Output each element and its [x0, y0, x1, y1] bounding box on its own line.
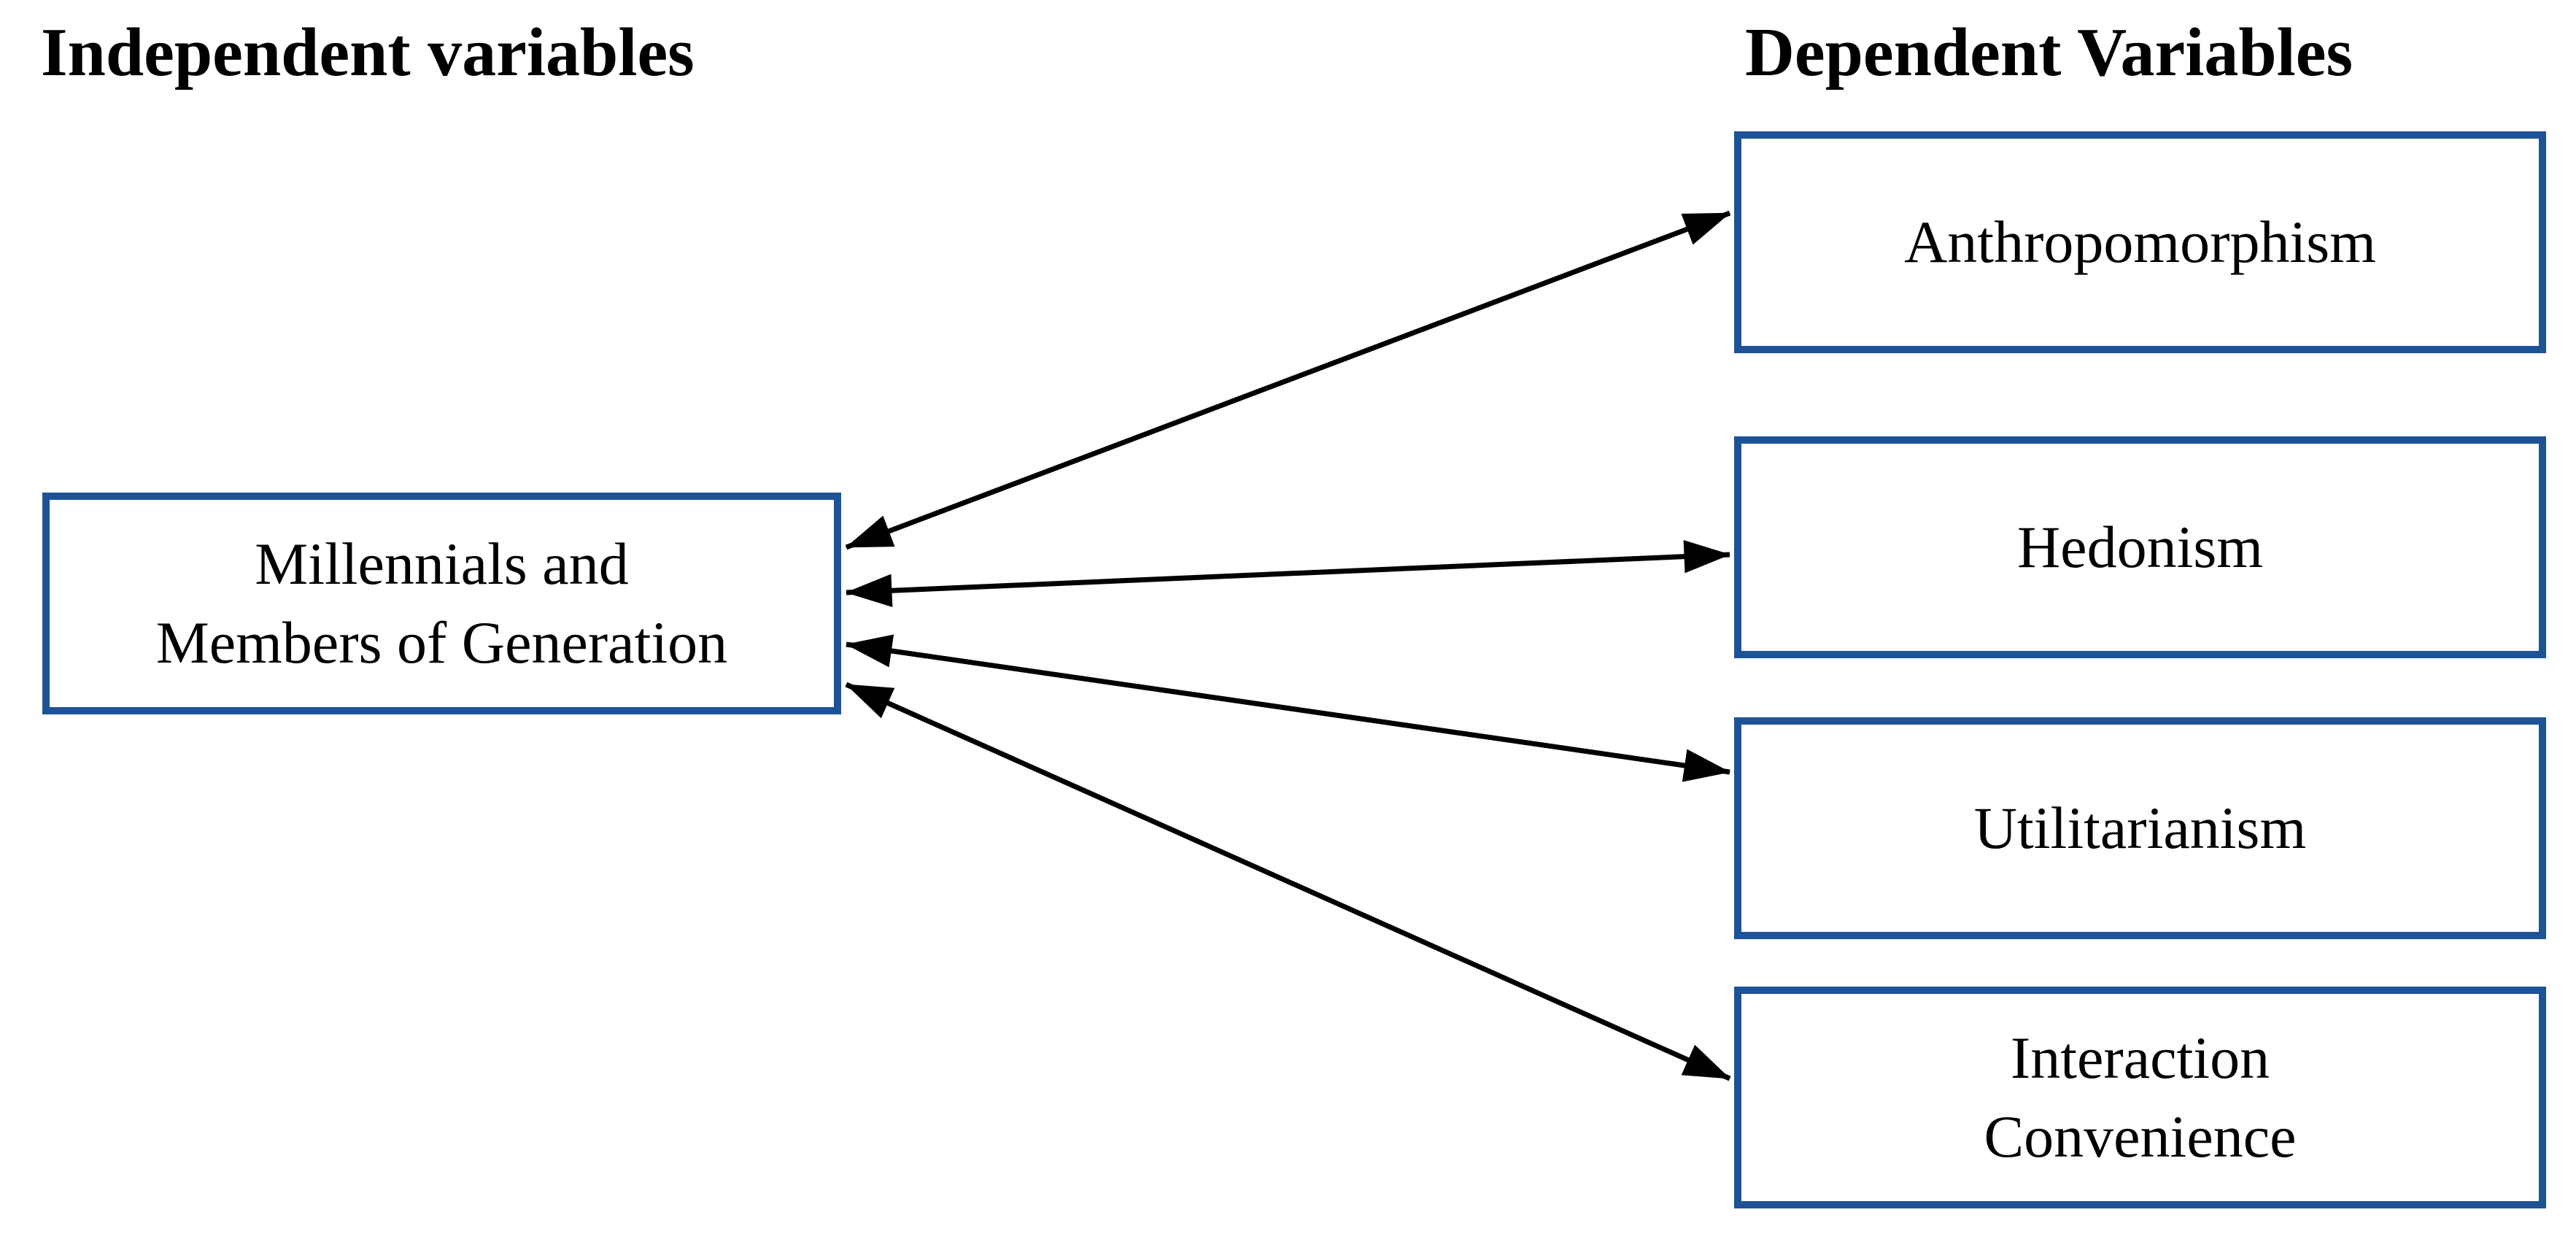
dependent-variable-label-hedonism: Hedonism — [2016, 513, 2264, 580]
dependent-variable-box-anthropomorphism: Anthropomorphism — [1734, 131, 2546, 353]
arrow-group — [845, 210, 1731, 1081]
independent-variable-label: Millennials and Members of Generation — [155, 530, 728, 676]
bidirectional-arrow-independent-utilitarianism — [845, 634, 1731, 782]
dependent-variables-title: Dependent Variables — [1745, 15, 2353, 90]
independent-variables-title: Independent variables — [41, 15, 695, 90]
bidirectional-arrow-independent-anthropomorphism — [845, 210, 1731, 550]
bidirectional-arrow-independent-interaction-convenience — [845, 682, 1731, 1081]
dependent-variable-label-anthropomorphism: Anthropomorphism — [1904, 208, 2376, 275]
dependent-variable-box-utilitarianism: Utilitarianism — [1734, 717, 2546, 939]
dependent-variable-label-utilitarianism: Utilitarianism — [1973, 794, 2307, 861]
dependent-variable-label-interaction-convenience: Interaction Convenience — [1984, 1024, 2297, 1170]
dependent-variable-box-hedonism: Hedonism — [1734, 436, 2546, 658]
bidirectional-arrow-independent-hedonism — [845, 539, 1731, 608]
dependent-variable-box-interaction-convenience: Interaction Convenience — [1734, 987, 2546, 1208]
independent-variable-box: Millennials and Members of Generation — [42, 493, 841, 714]
